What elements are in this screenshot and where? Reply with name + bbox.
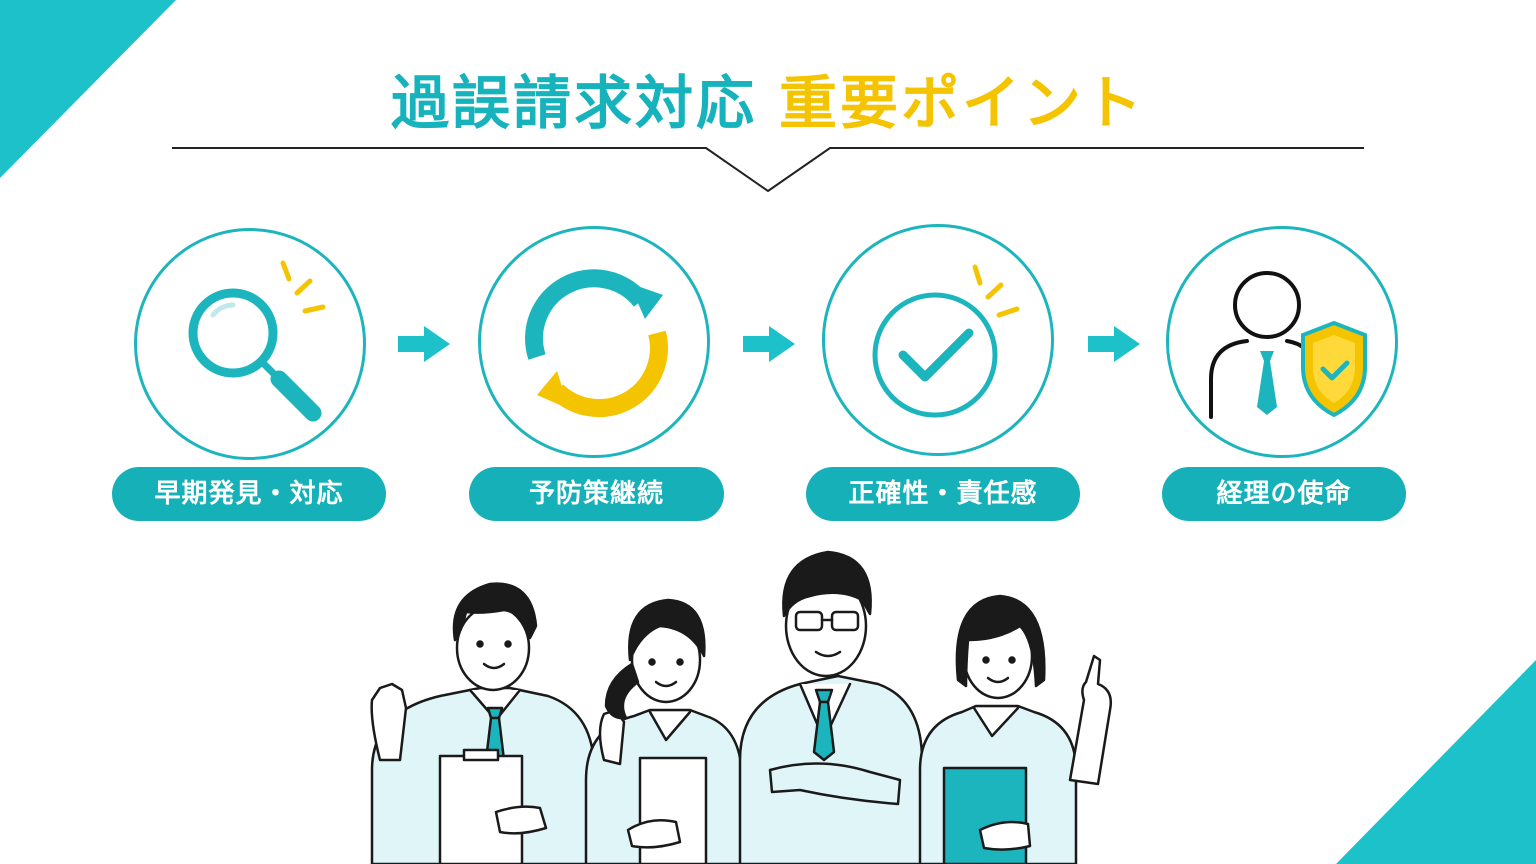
arrow-right-icon — [1088, 326, 1140, 362]
step-circle-prevention — [478, 226, 710, 458]
corner-decoration-bottom-right — [1336, 660, 1536, 864]
arrow-right-icon — [398, 326, 450, 362]
refresh-cycle-icon — [525, 269, 668, 418]
title-main: 過誤請求対応 — [390, 69, 757, 137]
step-label-prevention: 予防策継続 — [469, 467, 724, 521]
corner-decoration-top-left — [0, 0, 176, 178]
arrow-right-icon — [743, 326, 795, 362]
step-label-accuracy: 正確性・責任感 — [806, 467, 1080, 521]
team-illustration — [370, 550, 1112, 864]
person-shield-icon — [1209, 271, 1367, 419]
person-man-clipboard — [370, 582, 596, 864]
person-woman-pointing — [918, 594, 1112, 864]
step-label-early-detection: 早期発見・対応 — [112, 467, 386, 521]
magnifier-icon — [188, 260, 326, 422]
step-circle-accuracy — [822, 224, 1054, 456]
step-circle-early-detection — [134, 228, 366, 460]
person-woman-document — [584, 598, 744, 864]
title-divider — [172, 147, 1364, 193]
person-man-glasses — [738, 550, 924, 864]
page-title: 過誤請求対応重要ポイント — [0, 56, 1536, 140]
step-label-mission: 経理の使命 — [1162, 467, 1406, 521]
checkmark-icon — [872, 264, 1020, 418]
step-circle-mission — [1166, 226, 1398, 458]
title-highlight: 重要ポイント — [779, 69, 1146, 137]
